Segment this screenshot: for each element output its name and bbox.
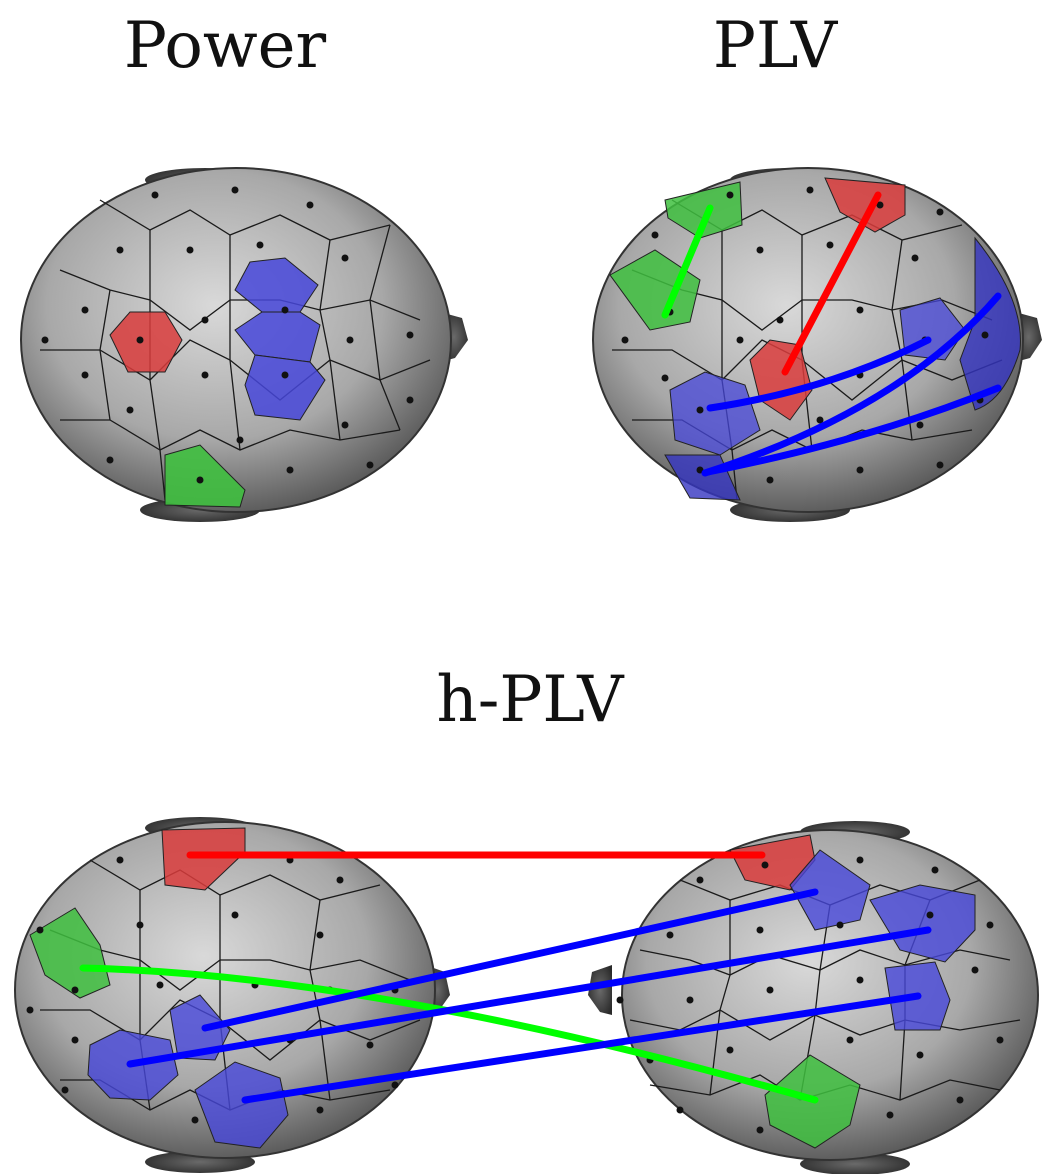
plv-connections bbox=[661, 191, 1002, 477]
plv-blue-region-1 bbox=[669, 371, 761, 456]
plv-blue-region-4 bbox=[959, 236, 1021, 411]
hplv-connection-blue-3 bbox=[241, 992, 922, 1104]
plv-connection-blue-2 bbox=[701, 292, 1002, 477]
power-head bbox=[20, 167, 468, 522]
hplv-connections bbox=[79, 851, 932, 1104]
hplv-right-blue-region-2 bbox=[869, 884, 976, 963]
hplv-connection-blue-1 bbox=[201, 888, 819, 1032]
power-blue-region-3 bbox=[244, 354, 326, 421]
power-head-electrodes bbox=[41, 186, 414, 484]
plv-head-electrodes bbox=[621, 186, 989, 484]
plv-green-region-1 bbox=[664, 181, 743, 239]
hplv-right-head-nose bbox=[588, 965, 612, 1015]
power-green-region bbox=[164, 444, 246, 508]
plv-connection-green bbox=[661, 204, 714, 319]
hplv-panel-title: h-PLV bbox=[436, 663, 624, 737]
hplv-left-blue-region-3 bbox=[194, 1061, 289, 1149]
power-head-parcel-borders bbox=[40, 199, 431, 501]
hplv-left-head bbox=[14, 817, 450, 1173]
power-panel-title: Power bbox=[123, 9, 327, 83]
hplv-right-blue-region-1 bbox=[789, 849, 871, 931]
power-head-scalp bbox=[20, 167, 452, 513]
plv-red-region-1 bbox=[824, 177, 906, 233]
plv-green-region-2 bbox=[609, 249, 701, 331]
plv-connection-blue-3 bbox=[704, 384, 1002, 476]
power-red-region bbox=[109, 311, 183, 373]
hplv-left-green-region bbox=[29, 907, 111, 999]
hplv-left-red-region bbox=[161, 827, 246, 891]
hplv-connection-blue-2 bbox=[126, 926, 932, 1068]
plv-connection-red bbox=[781, 191, 882, 376]
plv-head bbox=[592, 167, 1042, 522]
hplv-connection-green bbox=[79, 964, 819, 1104]
hplv-right-head-electrodes bbox=[616, 856, 1004, 1134]
hplv-right-head bbox=[588, 821, 1039, 1174]
plv-panel-title: PLV bbox=[712, 9, 838, 83]
plv-connection-blue-1 bbox=[706, 336, 932, 412]
